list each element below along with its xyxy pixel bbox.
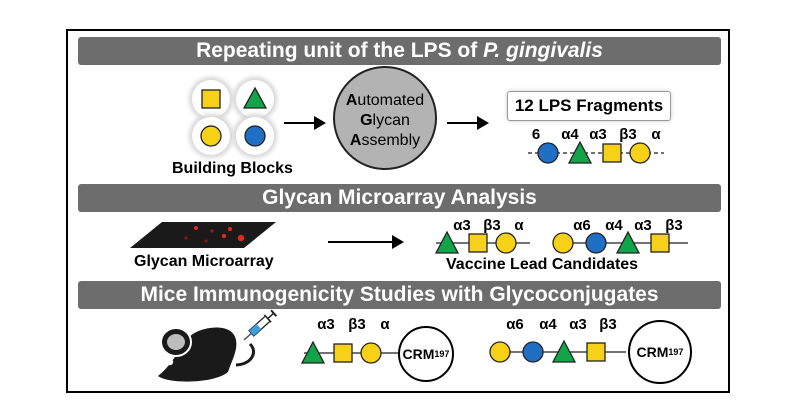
building-block-blue-circle [236, 117, 274, 155]
banner-microarray-analysis: Glycan Microarray Analysis [78, 184, 721, 212]
fragment-linkage-3: α3 [589, 126, 607, 143]
aga-initial-3: A [349, 132, 362, 149]
yellow-circle-icon [495, 232, 517, 254]
candidate1-linkage-1: α3 [453, 217, 471, 234]
conj2-linkage-2: α4 [539, 316, 557, 333]
green-triangle-icon [567, 140, 593, 164]
microarray-spot [221, 233, 227, 239]
banner-immunogenicity: Mice Immunogenicity Studies with Glycoco… [78, 281, 721, 309]
yellow-square-icon [333, 343, 353, 363]
aga-rest-2: lycan [372, 112, 410, 129]
conj2-linkage-3: α3 [569, 316, 587, 333]
building-block-yellow-circle [192, 117, 230, 155]
microarray-spot [210, 229, 214, 233]
candidate1-linkage-3: α [514, 217, 524, 234]
candidate2-linkage-3: α3 [634, 217, 652, 234]
microarray-spot [194, 226, 198, 230]
candidate2-linkage-4: β3 [665, 217, 683, 234]
yellow-circle-icon [489, 341, 511, 363]
blue-circle-icon [522, 341, 544, 363]
yellow-square-icon [586, 342, 606, 362]
green-triangle-icon [300, 340, 326, 364]
fragment-linkage-4: β3 [619, 126, 637, 143]
aga-line-3: Assembly [335, 132, 435, 150]
banner-top-species: P. gingivalis [483, 39, 603, 62]
blue-circle-icon [537, 142, 559, 164]
banner-bottom-text: Mice Immunogenicity Studies with Glycoco… [140, 283, 659, 306]
aga-initial-2: G [360, 112, 373, 129]
candidate1-linkage-2: β3 [483, 217, 501, 234]
automated-glycan-assembly-circle: Automated Glycan Assembly [333, 66, 437, 170]
arrow-to-fragments [447, 116, 489, 130]
aga-line-2: Glycan [335, 112, 435, 130]
banner-lps-repeating-unit: Repeating unit of the LPS of P. gingival… [78, 37, 721, 65]
crm-carrier-sub-2: 197 [668, 347, 684, 357]
banner-top-prefix: Repeating unit of the LPS of [196, 39, 484, 62]
conj1-linkage-2: β3 [348, 316, 366, 333]
aga-rest-3: ssembly [361, 132, 421, 149]
crm-carrier-sub-1: 197 [434, 349, 450, 359]
building-block-green-triangle [236, 80, 274, 118]
fragment-linkage-5: α [651, 126, 661, 143]
yellow-circle-icon [552, 232, 574, 254]
conj2-linkage-4: β3 [599, 316, 617, 333]
banner-middle-text: Glycan Microarray Analysis [262, 186, 537, 209]
crm-carrier-text-2: CRM [636, 344, 669, 360]
microarray-slide-icon [130, 222, 276, 248]
microarray-spot [204, 239, 208, 243]
fragment-linkage-2: α4 [561, 126, 579, 143]
conj1-linkage-1: α3 [317, 316, 335, 333]
building-block-yellow-square [192, 80, 230, 118]
arrow-to-aga [284, 116, 326, 130]
microarray-spot [228, 227, 232, 231]
aga-line-1: Automated [335, 92, 435, 110]
blue-circle-icon [585, 232, 607, 254]
candidate2-linkage-2: α4 [605, 217, 623, 234]
microarray-spot [184, 236, 188, 240]
green-triangle-icon [242, 86, 268, 109]
microarray-spot [237, 234, 245, 242]
green-triangle-icon [551, 339, 577, 363]
yellow-circle-icon [629, 142, 651, 164]
lps-fragments-box: 12 LPS Fragments [507, 91, 671, 121]
yellow-square-icon [602, 143, 622, 163]
yellow-circle-icon [200, 125, 222, 147]
conj1-linkage-3: α [380, 316, 390, 333]
mouse-icon [158, 327, 255, 382]
green-triangle-icon [434, 230, 460, 254]
candidate2-linkage-1: α6 [573, 217, 591, 234]
yellow-square-icon [201, 89, 221, 109]
blue-circle-icon [244, 125, 266, 147]
yellow-square-icon [650, 233, 670, 253]
lps-fragments-title: 12 LPS Fragments [514, 96, 664, 115]
green-triangle-icon [615, 230, 641, 254]
conj2-linkage-1: α6 [506, 316, 524, 333]
building-blocks-label: Building Blocks [172, 160, 293, 177]
aga-rest-1: utomated [357, 92, 425, 109]
yellow-square-icon [468, 233, 488, 253]
glycan-microarray-label: Glycan Microarray [134, 253, 274, 270]
syringe-icon [243, 309, 278, 341]
yellow-circle-icon [360, 342, 382, 364]
fragment-linkage-1: 6 [531, 126, 541, 143]
crm-carrier-text-1: CRM [402, 346, 435, 362]
arrow-to-candidates [328, 235, 404, 249]
aga-initial-1: A [345, 92, 358, 109]
vaccine-candidates-label: Vaccine Lead Candidates [446, 256, 639, 273]
